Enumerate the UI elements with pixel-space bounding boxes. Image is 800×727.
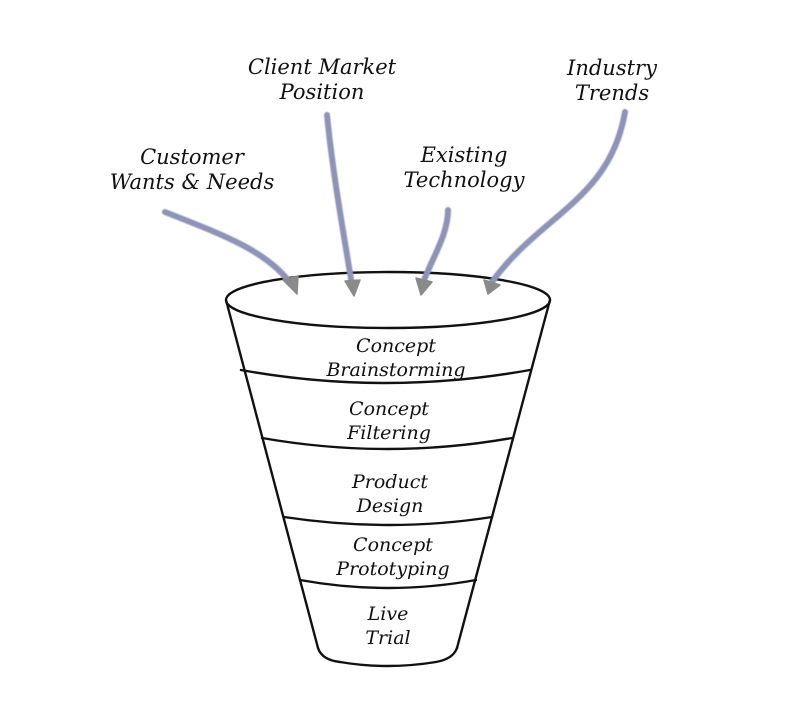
stage-label-trial: Live Trial	[365, 603, 411, 649]
input-label-client: Client Market Position	[247, 55, 397, 104]
stage-label-filtering: Concept Filtering	[347, 398, 431, 444]
arrow-customer	[162, 209, 291, 283]
band-divider-1	[239, 368, 532, 385]
arrowhead-customer-icon	[282, 275, 299, 295]
stage-label-brainstorming: Concept Brainstorming	[326, 335, 466, 381]
input-label-industry: Industry Trends	[567, 56, 657, 105]
arrow-technology	[420, 207, 451, 286]
band-divider-3	[282, 515, 494, 527]
band-divider-4	[298, 578, 478, 590]
funnel-top-ellipse	[224, 270, 552, 330]
arrow-client	[324, 112, 355, 288]
stage-label-prototyping: Concept Prototyping	[336, 534, 450, 580]
stage-label-design: Product Design	[352, 471, 428, 517]
arrowheads	[282, 275, 501, 297]
arrow-industry	[489, 109, 628, 285]
funnel-left-edge	[224, 298, 320, 650]
arrowhead-industry-icon	[483, 279, 501, 295]
input-label-customer: Customer Wants & Needs	[109, 145, 275, 194]
input-arrows	[162, 109, 628, 288]
band-divider-2	[260, 436, 514, 451]
funnel-bottom	[316, 646, 459, 668]
funnel	[224, 270, 552, 668]
funnel-right-edge	[455, 298, 552, 650]
arrowhead-client-icon	[344, 279, 361, 297]
input-label-technology: Existing Technology	[403, 143, 525, 192]
arrowhead-technology-icon	[415, 277, 433, 296]
